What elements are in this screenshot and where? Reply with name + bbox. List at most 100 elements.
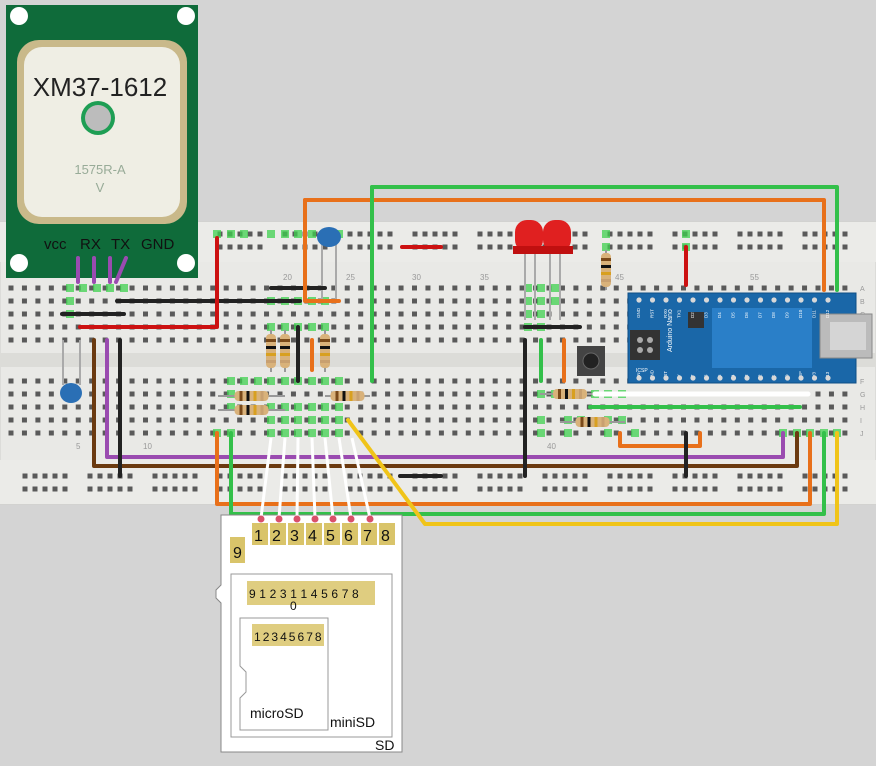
column-number: 30 <box>412 273 421 282</box>
nano-pin-pad <box>771 375 777 381</box>
wire <box>346 418 839 526</box>
row-letter: J <box>860 431 864 438</box>
nano-pin-pad <box>825 375 831 381</box>
arduino-label: Arduino Nano <box>667 309 674 352</box>
sd-pin-number: 4 <box>308 528 317 545</box>
nano-pin-pad <box>730 297 737 303</box>
sd-wire <box>310 437 317 519</box>
resistor <box>266 330 276 372</box>
microsd-label: microSD <box>250 705 304 721</box>
column-number: 5 <box>76 442 81 451</box>
wire <box>114 256 128 284</box>
sd-pin-pad <box>379 523 395 545</box>
sd-pin-pad <box>324 523 340 545</box>
nano-pin-top: D4 <box>717 312 722 318</box>
column-number: 25 <box>346 273 355 282</box>
nano-pin-top: RX0 <box>663 309 668 318</box>
column-number: 40 <box>547 442 556 451</box>
sd-pin-number: 3 <box>290 528 299 545</box>
wire <box>229 431 826 516</box>
minisd-pin-number: 7 <box>342 587 349 601</box>
minisd-pin-number: 5 <box>321 587 328 601</box>
sd-wire <box>259 437 273 519</box>
column-number: 45 <box>615 273 624 282</box>
sd-pin-contact <box>329 515 337 523</box>
resistors <box>218 250 625 427</box>
nano-pin-pad <box>730 375 737 381</box>
sd-pin-contact <box>366 515 374 523</box>
minisd-pin-sub: 0 <box>290 599 297 613</box>
sd-wire <box>295 437 300 519</box>
nano-pin-pad <box>798 297 804 303</box>
nano-pin-pad <box>717 375 723 381</box>
sd-pin-number: 2 <box>272 528 281 545</box>
microsd-pin-number: 6 <box>298 630 305 644</box>
microsd-pin-number: 5 <box>289 630 296 644</box>
nano-pin-pad <box>757 297 764 303</box>
wire <box>303 198 826 292</box>
sd-wire <box>337 437 353 519</box>
minisd-pin-number: 2 <box>270 587 277 601</box>
nano-pin-top: GND <box>636 307 641 318</box>
row-letter: F <box>860 379 864 386</box>
nano-pin-pad <box>676 297 683 303</box>
sd-pin-pad <box>361 523 377 545</box>
resistor <box>218 391 285 401</box>
sd-pin-contact <box>275 515 283 523</box>
nano-pin-pad <box>811 297 818 303</box>
sd-pin-pad <box>306 523 322 545</box>
minisd-pin-number: 9 <box>249 587 256 601</box>
nano-pin-bottom: REF <box>798 371 803 380</box>
wire <box>215 431 812 506</box>
gps-module: XM37-1612 1575R-A V vcc RX TX GND <box>6 5 198 278</box>
nano-pin-pad <box>784 297 791 303</box>
sd-pin-number: 6 <box>344 528 353 545</box>
microsd-pin-number: 8 <box>315 630 322 644</box>
minisd-pin-number: 6 <box>331 587 338 601</box>
row-letter: G <box>860 392 865 399</box>
row-letter: H <box>860 405 865 412</box>
microsd-pin-number: 2 <box>263 630 270 644</box>
nano-pin-bottom: RST <box>663 371 668 380</box>
led-left <box>513 220 545 320</box>
resistor <box>325 391 370 401</box>
nano-pin-pad <box>690 297 696 303</box>
sd-pin-contact <box>257 515 265 523</box>
nano-pin-top: D7 <box>758 312 763 318</box>
gps-pin-gnd: GND <box>141 236 175 253</box>
column-number: 35 <box>480 273 489 282</box>
sd-wire <box>350 437 372 519</box>
column-number: 55 <box>750 273 759 282</box>
nano-pin-top: TX1 <box>677 309 682 318</box>
nano-pin-pad <box>771 297 777 303</box>
sd-pin-number: 8 <box>381 528 390 545</box>
gps-model-label: XM37-1612 <box>33 72 167 102</box>
column-number: 20 <box>283 273 292 282</box>
microsd-pin-number: 4 <box>280 630 287 644</box>
sd-pin-number: 7 <box>363 528 372 545</box>
sd-pin-contact <box>311 515 319 523</box>
nano-pin-pad <box>744 375 750 381</box>
gps-pin-tx: TX <box>111 236 130 253</box>
row-letter: B <box>860 299 865 306</box>
minisd-pin-number: 3 <box>280 587 287 601</box>
nano-pin-pad <box>825 297 831 303</box>
resistor <box>320 330 330 372</box>
nano-pin-top: RST <box>650 309 655 318</box>
sd-pin-pad <box>288 523 304 545</box>
breadboard-labels: 20 25 30 35 45 55 5 10 40 <box>76 273 759 451</box>
sd-pin-pad <box>252 523 268 545</box>
wire <box>78 236 219 329</box>
sd-extra-pin: 9 <box>233 545 242 562</box>
icsp-label: ICSP <box>636 368 648 374</box>
sd-wire <box>277 437 287 519</box>
nano-pin-top: D9 <box>785 312 790 318</box>
nano-pin-pad <box>744 297 750 303</box>
nano-pin-pad <box>703 297 710 303</box>
sd-pin-contact <box>347 515 355 523</box>
nano-pin-top: D11 <box>812 310 817 318</box>
